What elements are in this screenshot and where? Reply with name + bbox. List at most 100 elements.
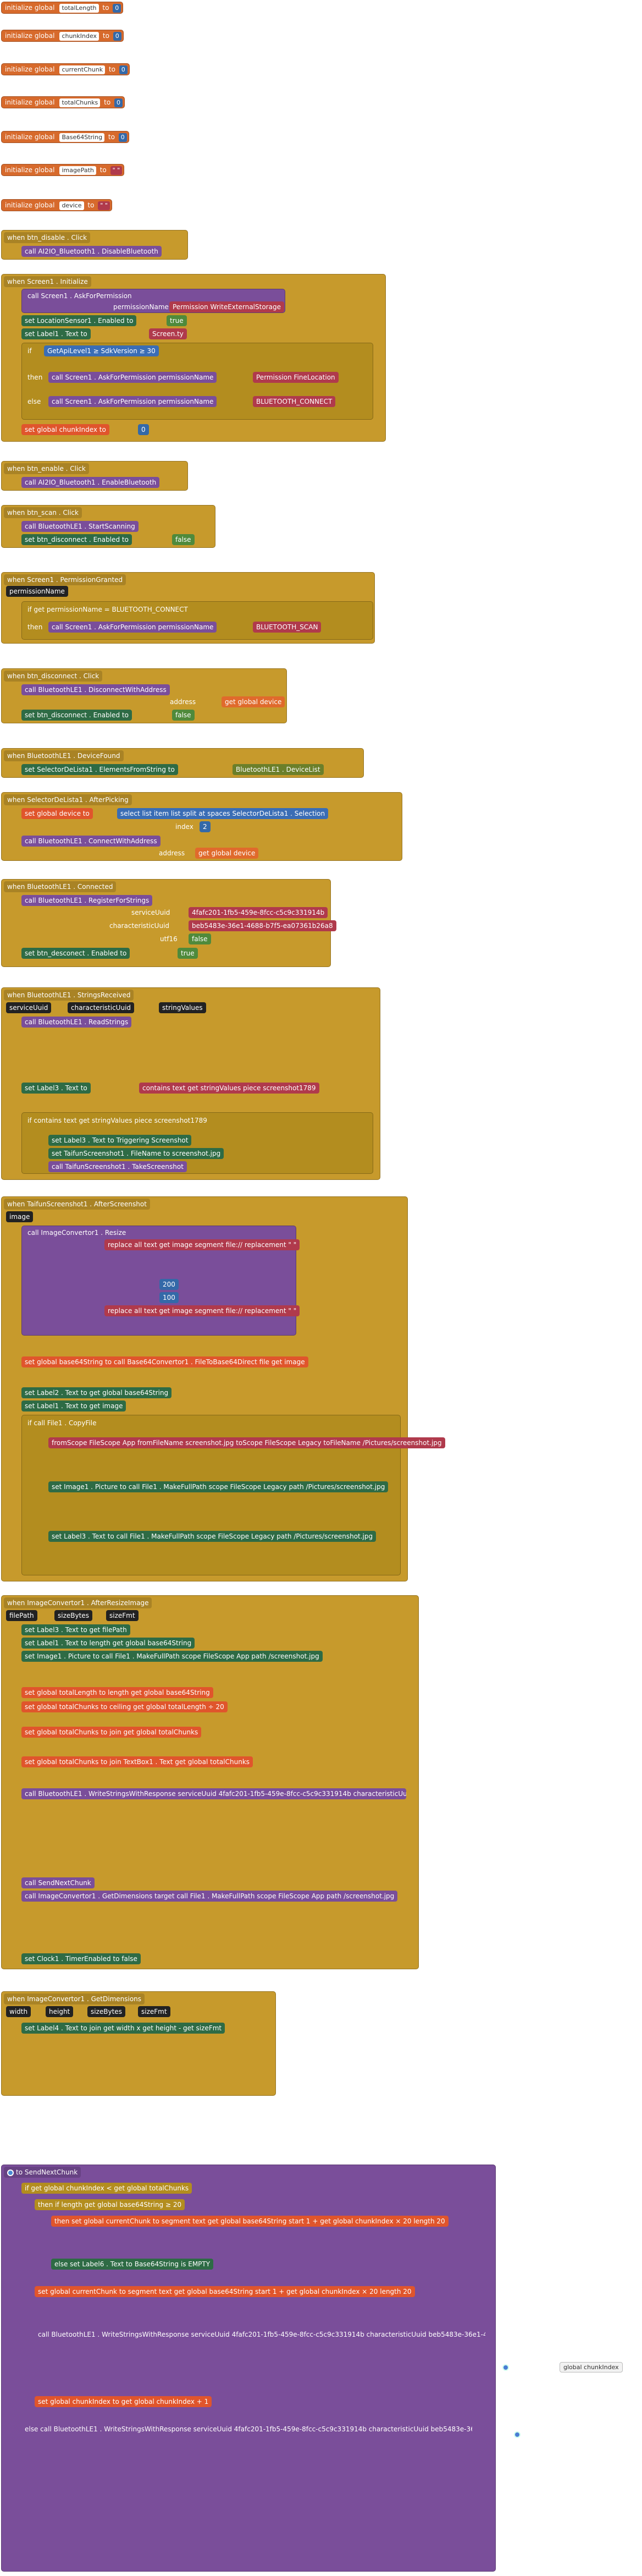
event-device-found[interactable]: when BluetoothLE1 . DeviceFound set Sele… [1,748,364,778]
after-resize-line[interactable]: set Clock1 . TimerEnabled to false [21,1953,141,1964]
event-screen1-initialize[interactable]: when Screen1 . Initialize call Screen1 .… [1,274,386,442]
set-label1-value[interactable]: Screen.ty [149,328,187,339]
get-global-device[interactable]: get global device [195,848,259,859]
call-start-scanning[interactable]: call BluetoothLE1 . StartScanning [21,521,139,532]
set-btn-desconect-value[interactable]: true [178,948,198,959]
global-value[interactable]: 0 [113,4,121,13]
ask-permission-block[interactable]: call Screen1 . AskForPermission permissi… [21,289,285,313]
if-permission-name[interactable]: if get permissionName = BLUETOOTH_CONNEC… [21,601,373,640]
then-fine-location[interactable]: Permission FineLocation [253,372,339,383]
global-name-field[interactable]: chunkIndex [59,32,99,41]
resize-output[interactable]: replace all text get image segment file:… [104,1305,300,1316]
event-connected[interactable]: when BluetoothLE1 . Connected call Bluet… [1,879,336,967]
set-label1-text[interactable]: set Label1 . Text to [21,328,91,339]
if-copy-file[interactable]: if call File1 . CopyFile fromScope FileS… [21,1415,445,1575]
then-ask-bt-scan[interactable]: call Screen1 . AskForPermission permissi… [48,622,217,633]
call-resize-block[interactable]: call ImageConvertor1 . Resize replace al… [21,1226,300,1336]
set-label4-text[interactable]: set Label4 . Text to join get width x ge… [21,2023,225,2034]
then-bt-scan[interactable]: BLUETOOTH_SCAN [253,622,322,633]
after-resize-line[interactable]: set Label1 . Text to length get global b… [21,1638,195,1649]
after-resize-line[interactable]: set Image1 . Picture to call File1 . Mak… [21,1651,323,1662]
global-value[interactable]: 0 [119,65,128,74]
send-next-line[interactable]: if get global chunkIndex < get global to… [21,2183,192,2194]
workspace-node-icon[interactable] [514,2431,521,2438]
service-uuid-value[interactable]: 4fafc201-1fb5-459e-8fcc-c5c9c331914b [189,907,328,918]
permission-write-storage[interactable]: Permission WriteExternalStorage [169,301,284,312]
set-global-chunk-index-value[interactable]: 0 [138,424,149,435]
event-strings-received[interactable]: when BluetoothLE1 . StringsReceived serv… [1,987,380,1180]
procedure-send-next-chunk[interactable]: to SendNextChunk if get global chunkInde… [1,2165,496,2572]
if-condition[interactable]: GetApiLevel1 ≥ SdkVersion ≥ 30 [44,345,159,356]
event-after-screenshot[interactable]: when TaifunScreenshot1 . AfterScreenshot… [1,1196,445,1581]
then-take-screenshot[interactable]: call TaifunScreenshot1 . TakeScreenshot [48,1161,187,1172]
event-btn-disconnect-click[interactable]: when btn_disconnect . Click call Bluetoo… [1,668,287,723]
contains-block[interactable]: contains text get stringValues piece scr… [139,1083,319,1094]
global-value[interactable]: 0 [118,133,127,142]
if-condition[interactable]: if get permissionName = BLUETOOTH_CONNEC… [27,606,188,613]
then-ask-fine-location[interactable]: call Screen1 . AskForPermission permissi… [48,372,217,383]
call-read-strings[interactable]: call BluetoothLE1 . ReadStrings [21,1017,132,1028]
set-label3-text[interactable]: set Label3 . Text to [21,1083,91,1094]
send-next-line[interactable]: then set global currentChunk to segment … [51,2216,449,2227]
resize-quality[interactable]: 100 [159,1292,179,1303]
then-set-filename[interactable]: set TaifunScreenshot1 . FileName to scre… [48,1148,224,1159]
get-global-device[interactable]: get global device [222,696,285,707]
send-next-line[interactable]: else set Label6 . Text to Base64String i… [51,2259,214,2270]
then-set-label3[interactable]: set Label3 . Text to Triggering Screensh… [48,1135,192,1146]
resize-target[interactable]: replace all text get image segment file:… [104,1239,300,1250]
set-elements-from-string[interactable]: set SelectorDeLista1 . ElementsFromStrin… [21,764,178,775]
utf16-value[interactable]: false [189,933,211,944]
after-resize-line[interactable]: set global totalLength to length get glo… [21,1687,213,1698]
after-resize-line[interactable]: call SendNextChunk [21,1877,95,1888]
after-resize-line[interactable]: call ImageConvertor1 . GetDimensions tar… [21,1891,398,1902]
global-value[interactable]: " " [110,166,123,175]
set-btn-desconect-enabled[interactable]: set btn_desconect . Enabled to [21,948,130,959]
call-enable-bluetooth[interactable]: call AI2IO_Bluetooth1 . EnableBluetooth [21,477,160,488]
global-value[interactable]: 0 [114,98,123,107]
call-disconnect-with-address[interactable]: call BluetoothLE1 . DisconnectWithAddres… [21,684,170,695]
if-condition[interactable]: if call File1 . CopyFile [27,1419,97,1427]
select-list-item[interactable]: select list item list split at spaces Se… [117,808,329,819]
set-label1-text[interactable]: set Label1 . Text to get image [21,1400,126,1411]
send-next-line[interactable]: then if length get global base64String ≥… [35,2199,185,2210]
after-resize-line[interactable]: set global totalChunks to ceiling get gl… [21,1701,228,1712]
event-btn-scan-click[interactable]: when btn_scan . Click call BluetoothLE1 … [1,505,215,548]
call-register-for-strings[interactable]: call BluetoothLE1 . RegisterForStrings [21,895,153,906]
characteristic-uuid-value[interactable]: beb5483e-36e1-4688-b7f5-ea07361b26a8 [189,920,336,931]
event-btn-enable-click[interactable]: when btn_enable . Click call AI2IO_Bluet… [1,461,188,491]
then-ask-bt-connect[interactable]: call Screen1 . AskForPermission permissi… [48,396,217,407]
if-condition[interactable]: if contains text get stringValues piece … [27,1117,207,1124]
event-after-picking[interactable]: when SelectorDeLista1 . AfterPicking set… [1,792,402,861]
send-next-line[interactable]: else call BluetoothLE1 . WriteStringsWit… [21,2424,472,2435]
event-btn-disable-click[interactable]: when btn_disable . Click call AI2IO_Blue… [1,230,188,260]
resize-size[interactable]: 200 [159,1279,179,1290]
device-list-value[interactable]: BluetoothLE1 . DeviceList [233,764,324,775]
after-resize-line[interactable]: set Label3 . Text to get filePath [21,1624,130,1635]
global-name-field[interactable]: currentChunk [59,65,106,74]
set-btn-disconnect-value[interactable]: false [172,710,195,721]
set-btn-disconnect-value[interactable]: false [172,534,195,545]
global-value[interactable]: 0 [113,32,121,41]
workspace-node-icon[interactable] [502,2364,509,2371]
set-location-sensor[interactable]: set LocationSensor1 . Enabled to [21,315,137,326]
global-name-field[interactable]: Base64String [59,133,105,142]
set-global-base64string[interactable]: set global base64String to call Base64Co… [21,1356,308,1367]
set-location-sensor-value[interactable]: true [167,315,187,326]
global-name-field[interactable]: totalChunks [59,98,101,107]
call-disable-bluetooth[interactable]: call AI2IO_Bluetooth1 . DisableBluetooth [21,246,162,257]
set-global-chunk-index[interactable]: set global chunkIndex to [21,424,109,435]
after-resize-line[interactable]: call BluetoothLE1 . WriteStringsWithResp… [21,1788,406,1799]
send-next-line[interactable]: set global currentChunk to segment text … [35,2286,415,2297]
then-set-image-picture[interactable]: set Image1 . Picture to call File1 . Mak… [48,1481,389,1492]
then-bt-connect[interactable]: BLUETOOTH_CONNECT [253,396,336,407]
event-after-resize-image[interactable]: when ImageConvertor1 . AfterResizeImage … [1,1595,419,1969]
set-btn-disconnect-enabled[interactable]: set btn_disconnect . Enabled to [21,534,132,545]
after-resize-line[interactable]: set global totalChunks to join get globa… [21,1727,202,1738]
